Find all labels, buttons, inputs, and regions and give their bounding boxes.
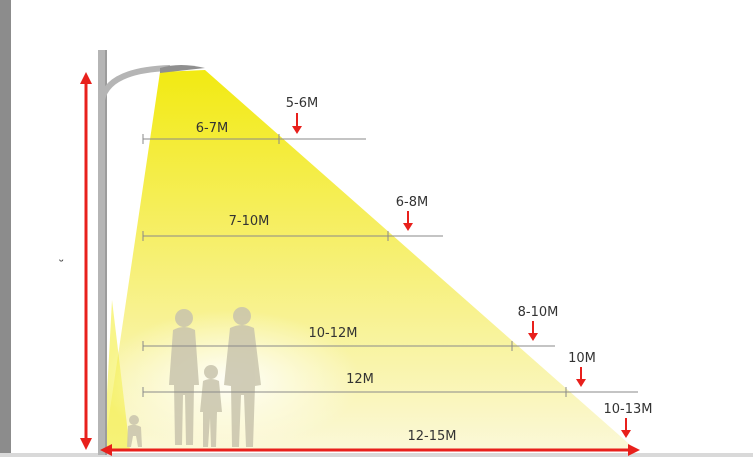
height-label: 6-8M: [396, 195, 428, 210]
width-label: 7-10M: [229, 214, 270, 229]
coverage-row-3: 10-12M 8-10M: [142, 305, 559, 351]
height-arrow: [80, 72, 92, 450]
lamp-arm: [99, 65, 171, 101]
coverage-row-1: 6-7M 5-6M: [142, 96, 366, 144]
height-label: 8-10M: [518, 305, 559, 320]
street-lamp-icon: [98, 50, 205, 455]
lamp-head: [160, 65, 205, 73]
side-mark: ˘: [58, 259, 65, 274]
width-label: 6-7M: [196, 121, 228, 136]
ground-line: [0, 453, 753, 457]
down-arrow-icon: [292, 113, 302, 134]
lamp-pole: [98, 50, 107, 455]
down-arrow-icon: [621, 418, 631, 438]
coverage-row-2: 7-10M 6-8M: [142, 195, 443, 241]
width-label: 12M: [346, 372, 374, 387]
frame-edge: [0, 0, 11, 457]
height-label: 10M: [568, 351, 596, 366]
height-label: 10-13M: [604, 402, 653, 417]
width-label: 10-12M: [309, 326, 358, 341]
coverage-row-4: 12M 10M: [142, 351, 638, 397]
down-arrow-icon: [576, 367, 586, 387]
pedestrians-silhouette: [127, 307, 261, 447]
down-arrow-icon: [528, 321, 538, 341]
span-label: 12-15M: [408, 429, 457, 444]
coverage-row-5: 10-13M: [604, 402, 653, 438]
span-arrow: [100, 444, 640, 456]
down-arrow-icon: [403, 211, 413, 231]
height-label: 5-6M: [286, 96, 318, 111]
